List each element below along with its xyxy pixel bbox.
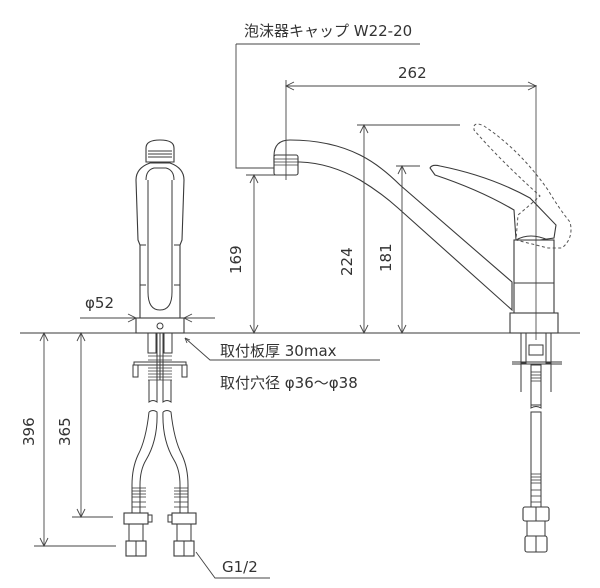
lever-closed-height-value: 181 [377, 243, 395, 272]
front-view [123, 139, 197, 557]
lever-closed-height-dimension [396, 164, 420, 335]
total-below-deck-value: 396 [20, 417, 38, 446]
base-diameter-label: φ52 [85, 294, 114, 312]
base-diameter-dimension [80, 313, 215, 323]
aerator-cap-label: 泡沫器キャップ W22-20 [244, 22, 413, 40]
mount-hole-label: 取付穴径 φ36〜φ38 [220, 374, 358, 392]
hose-length-value: 365 [56, 417, 74, 446]
side-view [273, 85, 572, 553]
aerator-leader [235, 44, 274, 169]
mount-leader [184, 337, 380, 361]
mount-thickness-label: 取付板厚 30max [220, 342, 337, 360]
thread-size-label: G1/2 [222, 558, 258, 576]
reach-value: 262 [398, 64, 427, 82]
lever-open-height-value: 224 [338, 247, 356, 276]
reach-dimension [284, 80, 538, 180]
outlet-height-value: 169 [227, 245, 245, 274]
thread-leader [195, 551, 270, 579]
below-deck-dimensions [34, 331, 116, 548]
lever-open-height-dimension [357, 123, 460, 335]
outlet-height-dimension [246, 173, 276, 335]
